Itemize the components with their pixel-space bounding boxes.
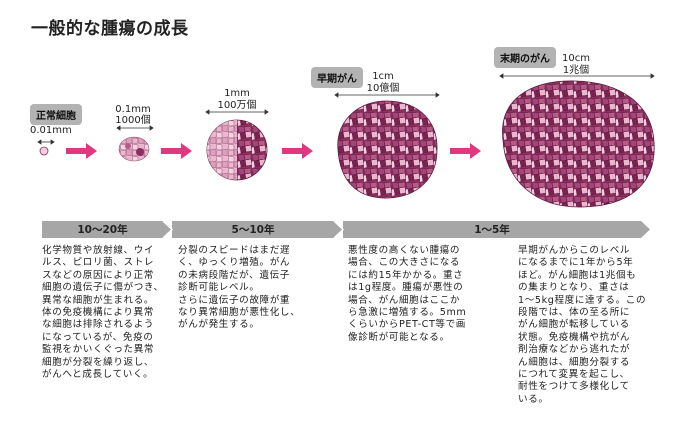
description-precancer: 分裂のスピードはまだ遅 く、ゆっくり増殖。がん の未病段階だが、遺伝子 診断可能… bbox=[178, 245, 301, 331]
count-1cm: 10億個 bbox=[366, 83, 400, 94]
arrow-3 bbox=[282, 143, 313, 159]
normal-cell bbox=[39, 146, 49, 156]
tumor-10cm bbox=[502, 80, 655, 208]
arrow-4 bbox=[450, 143, 481, 159]
arrow-2 bbox=[161, 143, 192, 159]
description-early: 悪性度の高くない腫瘍の 場合、この大きさになる には約15年かかる。重さ は1g… bbox=[348, 245, 467, 343]
size-01mm: 0.1mm bbox=[115, 104, 151, 115]
description-normal: 化学物質や放射線、ウイ ルス、ピロリ菌、ストレ スなどの原因により正常 細胞の遺… bbox=[42, 245, 164, 381]
stage-badge-normal: 正常細胞 bbox=[30, 104, 82, 125]
dimension-arrows bbox=[37, 73, 655, 145]
tumor-1mm bbox=[206, 119, 268, 181]
description-terminal: 早期がんからこのレベル になるまでに1年から5年 ほど。がん細胞は1兆個も の集… bbox=[518, 245, 647, 405]
phase-label-2: 5〜10年 bbox=[231, 224, 275, 236]
arrow-1 bbox=[66, 143, 97, 159]
count-01mm: 1000個 bbox=[115, 115, 151, 126]
size-1mm: 1mm bbox=[224, 88, 250, 99]
count-1mm: 100万個 bbox=[217, 100, 257, 111]
phase-bars bbox=[42, 220, 650, 239]
page-title: 一般的な腫瘍の成長 bbox=[31, 19, 189, 39]
size-1cm: 1cm bbox=[372, 71, 394, 82]
phase-label-1: 10〜20年 bbox=[77, 224, 128, 236]
cell-cluster-01mm bbox=[118, 136, 150, 162]
progression-arrows bbox=[66, 143, 481, 159]
stage-badge-early: 早期がん bbox=[311, 67, 363, 88]
size-10cm: 10cm bbox=[562, 53, 590, 64]
stage-badge-terminal: 末期のがん bbox=[494, 47, 556, 68]
count-10cm: 1兆個 bbox=[562, 65, 590, 76]
tumor-1cm bbox=[337, 100, 438, 199]
size-normal: 0.01mm bbox=[30, 125, 72, 136]
phase-label-3: 1〜5年 bbox=[474, 224, 510, 236]
